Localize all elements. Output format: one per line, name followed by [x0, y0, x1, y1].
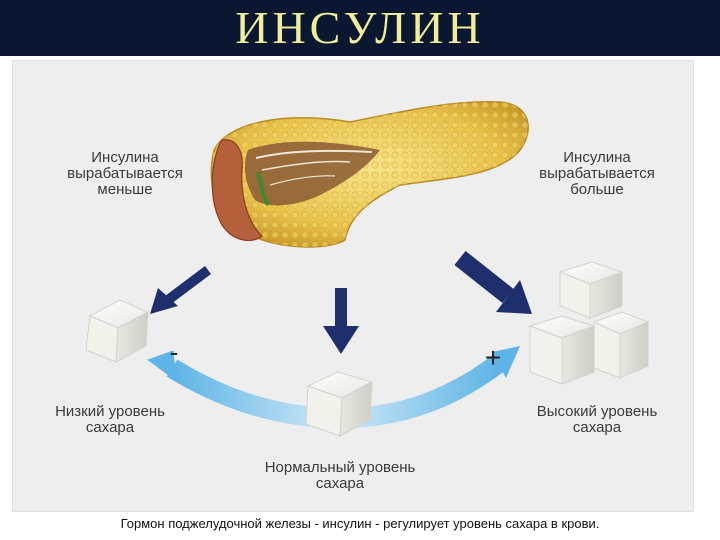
plus-sign: +: [480, 350, 506, 366]
pancreas-illustration: [211, 102, 528, 247]
label-high-sugar: Высокий уровень сахара: [512, 404, 682, 436]
arrow-less-insulin: [150, 270, 208, 314]
sugar-cube-low: [86, 300, 148, 362]
sugar-cubes-high: [530, 262, 648, 384]
minus-sign: -: [164, 344, 184, 360]
arrow-more-insulin: [460, 258, 532, 314]
arrow-normal: [323, 288, 359, 354]
label-more-insulin: Инсулина вырабатывается больше: [512, 150, 682, 198]
label-low-sugar: Низкий уровень сахара: [30, 404, 190, 436]
label-normal-sugar: Нормальный уровень сахара: [250, 460, 430, 492]
label-less-insulin: Инсулина вырабатывается меньше: [40, 150, 210, 198]
caption: Гормон поджелудочной железы - инсулин - …: [0, 516, 720, 531]
